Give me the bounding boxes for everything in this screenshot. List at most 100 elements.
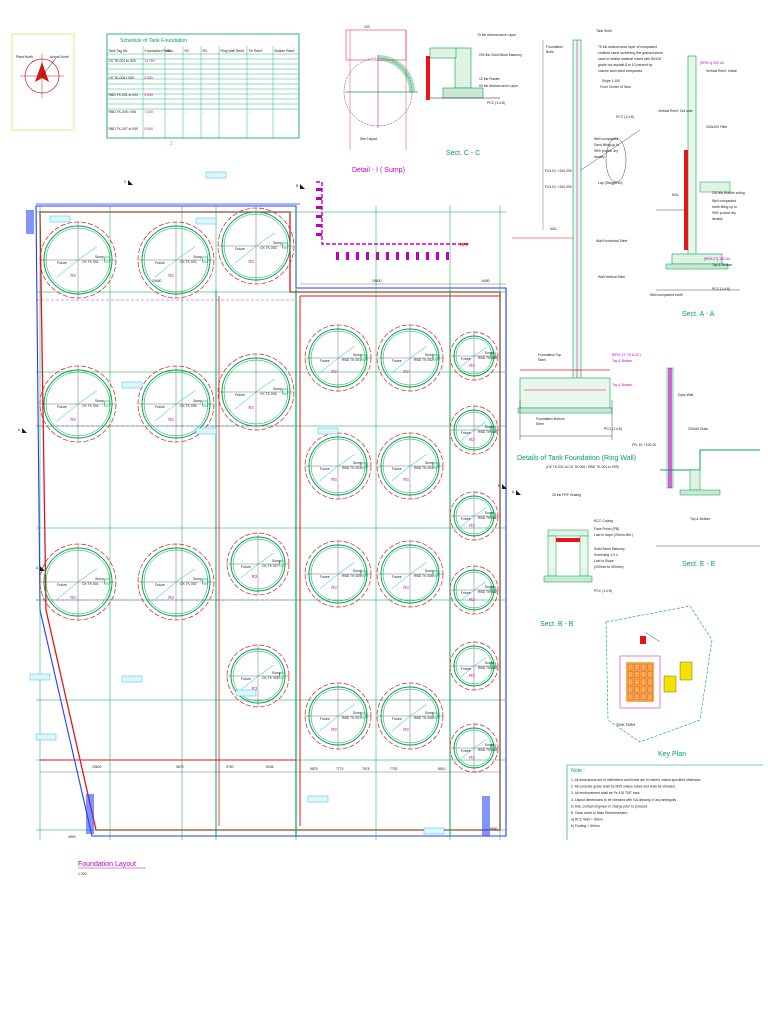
sump-label: Sump [193, 255, 202, 259]
detail-sump: 100 See Layout Detail - I ( Sump) [343, 25, 418, 174]
level-tag [35, 733, 57, 741]
sump-pit [104, 578, 110, 585]
compass: Plant North Actual North [11, 33, 75, 131]
tank-label: RBD TK 004 [414, 466, 433, 470]
svg-text:sand or similar material mixed: sand or similar material mixed with 80/1… [598, 57, 661, 61]
sump-marker [386, 252, 389, 260]
dimension-bottom: 9875 [176, 765, 184, 769]
keyplan-tank-cell [647, 678, 653, 686]
radius-label: R3 [168, 273, 174, 278]
sump-pit [490, 426, 497, 433]
level-tag [307, 795, 329, 803]
dimension-bottom: 7978 [362, 767, 370, 771]
tank-label: RBD TK 005 [342, 574, 361, 578]
sump-label: Sump [95, 399, 104, 403]
schedule-title: Schedule of Tank Foundation [120, 38, 187, 44]
sump-pit [490, 744, 497, 751]
svg-text:200x200 Fillet: 200x200 Fillet [706, 125, 727, 129]
tank-radius-line [56, 581, 79, 600]
sump-marker [316, 224, 322, 227]
sump-label: Sump [193, 399, 202, 403]
north-arrow-icon [35, 62, 49, 82]
svg-text:TANK FARM: TANK FARM [616, 723, 635, 727]
svg-text:Steel: Steel [536, 422, 544, 426]
radius-label: R3 [331, 477, 337, 482]
future-label: Future [392, 717, 402, 721]
schedule-cell: CK TK-004 / 005 [109, 76, 134, 80]
future-label: Future [392, 575, 402, 579]
tank-radius-line [391, 715, 411, 732]
level-tag [205, 171, 227, 179]
svg-text:(CK TK-001 to CK TK-005 / RBD: (CK TK-001 to CK TK-005 / RBD TK-001 to … [546, 465, 619, 469]
tank-radius-line [319, 465, 339, 482]
sump-marker [316, 215, 322, 218]
section-marker-label: A [36, 566, 39, 570]
schedule-cell: .. [221, 59, 223, 63]
svg-text:FGL EL +100.200: FGL EL +100.200 [545, 169, 572, 173]
tank-radius-line [409, 346, 427, 359]
svg-text:(200mm to 300mm): (200mm to 300mm) [594, 565, 624, 569]
level-tag [235, 689, 257, 697]
tank-radius-line [337, 346, 355, 359]
sump-label: Sump [485, 743, 494, 747]
keyplan-tank-cell [634, 671, 640, 678]
sump-pit [282, 388, 288, 395]
sump-label: Sump [353, 353, 362, 357]
sump-label: Sump [425, 461, 434, 465]
keyplan-tank-cell [640, 693, 647, 701]
dimension-bottom: 9875 [310, 767, 318, 771]
sect-ee-title: Sect. E - E [682, 561, 716, 568]
schedule-cell: .. [167, 110, 169, 114]
tank-radius-line [391, 465, 411, 482]
tank-label: RBD TK 011 [478, 516, 497, 520]
svg-text:From Center of Tank: From Center of Tank [600, 85, 631, 89]
keyplan-tank-cell [634, 663, 640, 671]
tank-radius-line [77, 390, 98, 405]
future-label: Future [461, 357, 471, 361]
schedule-cell: .. [275, 110, 277, 114]
schedule-header: Ring Wall Reinf. [221, 49, 245, 53]
schedule-cell: .. [185, 93, 187, 97]
level-tag [195, 427, 217, 435]
future-label: Future [235, 247, 245, 251]
sump-pit [360, 712, 367, 719]
svg-text:[RRH-1] 200 c/c: [RRH-1] 200 c/c [700, 61, 724, 65]
svg-text:Lap (Staggered): Lap (Staggered) [598, 181, 623, 185]
tank-radius-line [319, 573, 339, 590]
svg-text:RCC Coping: RCC Coping [594, 519, 613, 523]
future-label: Future [392, 467, 402, 471]
tank-radius-line [409, 562, 427, 575]
svg-text:Top & Bottom: Top & Bottom [612, 383, 633, 387]
note-item: 2. All concrete grade shall be M25 unles… [571, 785, 675, 789]
svg-text:Well compacted: Well compacted [594, 137, 618, 141]
svg-text:HPP: HPP [460, 242, 469, 247]
radius-label: R3 [331, 585, 337, 590]
section-marker-icon [502, 484, 507, 489]
schedule-cell: RBD TK-007 to 009 [109, 127, 139, 131]
dimension-bottom: 9750 [226, 765, 234, 769]
svg-text:50 thk Anticorrosive Layer: 50 thk Anticorrosive Layer [479, 84, 519, 88]
tank-label: CK TK 001 [82, 582, 99, 586]
radius-label: R3 [252, 574, 258, 579]
foundation-layout-title: Foundation Layout [78, 861, 136, 868]
sump-marker [316, 197, 322, 200]
schedule-cell: .. [249, 76, 251, 80]
schedule-cell: .. [203, 127, 205, 131]
svg-text:Well compacted: Well compacted [712, 199, 736, 203]
note-item: a) RCC Wall = 30mm [571, 818, 603, 822]
schedule-cell: .. [203, 93, 205, 97]
tank-radius-line [391, 357, 411, 374]
tank-label: RBD TK 013 [478, 666, 497, 670]
schedule-cell: .. [249, 110, 251, 114]
schedule-cell: .. [167, 59, 169, 63]
future-label: Future [57, 261, 67, 265]
tank-radius-line [473, 739, 487, 749]
radius-label: R3 [469, 755, 475, 760]
tank-radius-line [337, 704, 355, 717]
svg-text:[RRH-1T: T8 & 25 ]: [RRH-1T: T8 & 25 ] [612, 353, 641, 357]
